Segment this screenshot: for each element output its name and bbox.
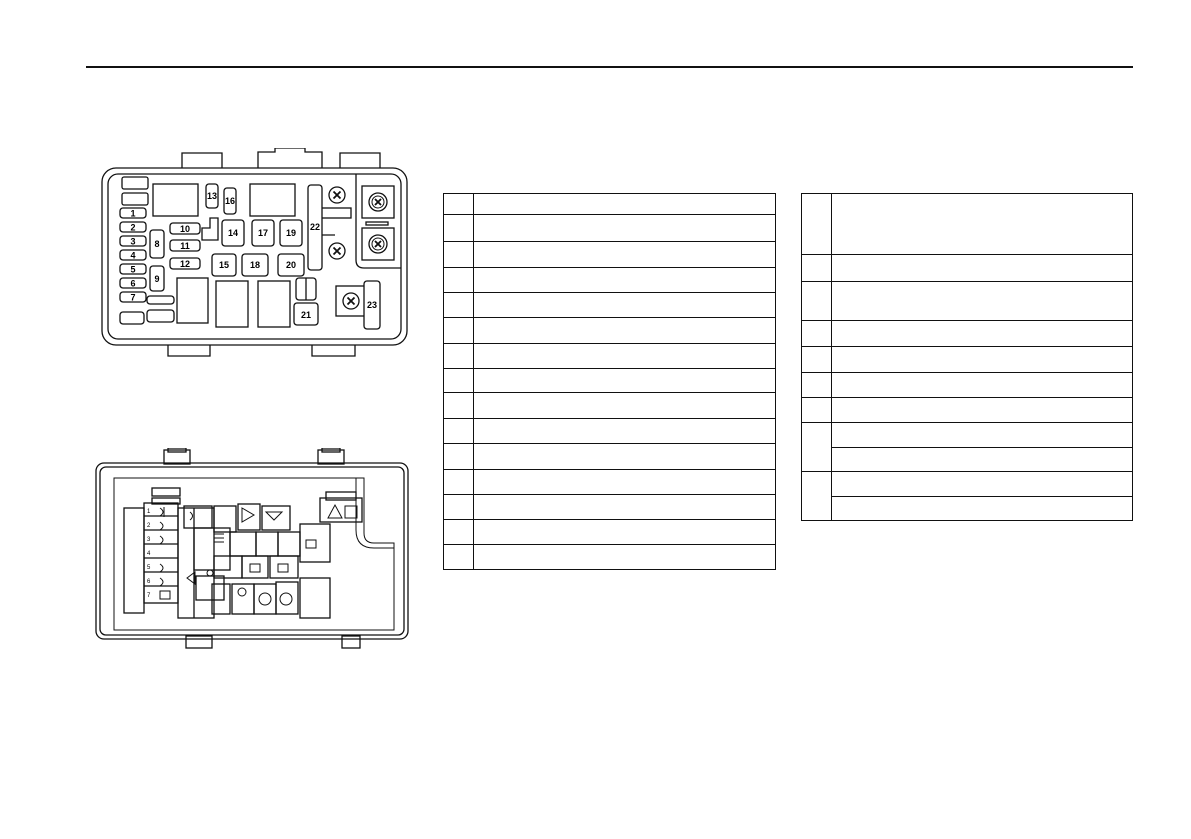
cover-slot-3: 3: [147, 537, 151, 543]
fuse-table-right: [801, 193, 1133, 521]
fuse-table-left: [442, 193, 776, 570]
fog-light-icon: [189, 511, 224, 543]
fuse-description-cell: [831, 346, 1133, 373]
fuse-box-cover-diagram: 1 2 3 4 5 6 7: [95, 448, 409, 649]
fuse-number-cell: [442, 392, 475, 419]
fuse-number-cell: [801, 372, 832, 398]
fuse-description-cell: [831, 447, 1133, 472]
fuse-description-cell: [473, 317, 776, 344]
fuse-label-13: 13: [207, 191, 217, 201]
cover-slot-7: 7: [147, 593, 151, 599]
fuse-label-15: 15: [219, 260, 229, 270]
fuse-number-cell: [442, 267, 475, 293]
fuse-number-cell: [442, 241, 475, 268]
fuse-description-cell: [473, 214, 776, 242]
fuse-label-6: 6: [130, 279, 135, 289]
fuse-number-cell: [442, 292, 475, 318]
fuse-number-cell: [801, 471, 832, 521]
fan-icon: [258, 592, 293, 606]
wiper-icon: [264, 511, 284, 521]
fuse-box-diagram-top: 1 2 3 4 5 6 7 8 9 10 11 12 13 14 15 16 1…: [101, 148, 408, 357]
fuse-number-cell: [801, 422, 832, 472]
fuse-description-cell: [831, 471, 1133, 497]
fuse-description-cell: [473, 544, 776, 570]
fuse-number-cell: [442, 544, 475, 570]
fuse-description-cell: [473, 443, 776, 470]
fuse-label-16: 16: [225, 196, 235, 206]
hazard-warning-icon: [241, 507, 255, 523]
fuse-number-cell: [442, 343, 475, 369]
fuse-label-11: 11: [180, 241, 190, 251]
fuse-number-cell: [442, 469, 475, 495]
fuse-number-cell: [801, 397, 832, 423]
fuse-number-cell: [801, 281, 832, 321]
sun-icon: [206, 569, 247, 597]
fuse-description-cell: [473, 469, 776, 495]
fuse-label-4: 4: [130, 251, 135, 261]
fuse-label-7: 7: [130, 293, 135, 303]
headlight-icon: [159, 507, 165, 587]
fuse-number-cell: [442, 418, 475, 444]
fuse-description-cell: [473, 267, 776, 293]
fuse-number-cell: [442, 193, 475, 215]
fuse-label-19: 19: [286, 228, 296, 238]
fuse-label-21: 21: [301, 310, 311, 320]
fuse-description-cell: [473, 368, 776, 393]
cover-slot-1: 1: [147, 509, 151, 515]
fuse-label-20: 20: [286, 260, 296, 270]
mirror-heater-icon: [186, 571, 196, 585]
cover-slot-2: 2: [147, 523, 151, 529]
fuse-number-cell: [801, 193, 832, 255]
fuse-label-10: 10: [180, 224, 190, 234]
fuse-description-cell: [831, 281, 1133, 321]
fuse-label-5: 5: [130, 265, 135, 275]
fuse-description-cell: [831, 254, 1133, 282]
header-rule: [86, 66, 1133, 68]
fuse-description-cell: [831, 372, 1133, 398]
fuse-description-cell: [473, 343, 776, 369]
fuse-label-23: 23: [367, 300, 377, 310]
fuse-description-cell: [473, 418, 776, 444]
cover-slot-5: 5: [147, 565, 151, 571]
fuse-description-cell: [473, 241, 776, 268]
fuse-description-cell: [473, 292, 776, 318]
fuse-label-18: 18: [250, 260, 260, 270]
fuse-description-cell: [831, 422, 1133, 448]
fuse-description-cell: [831, 496, 1133, 521]
fuse-description-cell: [473, 519, 776, 545]
cover-slot-4: 4: [147, 551, 151, 557]
lock-icon: [159, 539, 317, 600]
fuse-label-8: 8: [154, 239, 159, 249]
fuse-description-cell: [831, 397, 1133, 423]
fuse-number-cell: [801, 320, 832, 347]
fuse-number-cell: [442, 317, 475, 344]
fuse-description-cell: [473, 494, 776, 520]
relay-x-icon: [328, 186, 388, 310]
fuse-number-cell: [442, 443, 475, 470]
fuse-description-cell: [831, 193, 1133, 255]
fuse-number-cell: [442, 214, 475, 242]
fuse-number-cell: [442, 494, 475, 520]
fuse-label-22: 22: [310, 222, 320, 232]
fuse-number-cell: [801, 254, 832, 282]
fuse-number-cell: [442, 368, 475, 393]
fuse-label-1: 1: [130, 209, 135, 219]
fuse-label-2: 2: [130, 223, 135, 233]
fuse-number-cell: [801, 346, 832, 373]
fuse-label-17: 17: [258, 228, 268, 238]
cover-slot-6: 6: [147, 579, 151, 585]
warning-triangle-icon: [327, 503, 358, 519]
fuse-number-cell: [442, 519, 475, 545]
fuse-label-3: 3: [130, 237, 135, 247]
fuse-description-cell: [473, 392, 776, 419]
fuse-label-9: 9: [154, 274, 159, 284]
fuse-description-cell: [473, 193, 776, 215]
fuse-label-12: 12: [180, 259, 190, 269]
fuse-description-cell: [831, 320, 1133, 347]
fuse-label-14: 14: [228, 228, 238, 238]
